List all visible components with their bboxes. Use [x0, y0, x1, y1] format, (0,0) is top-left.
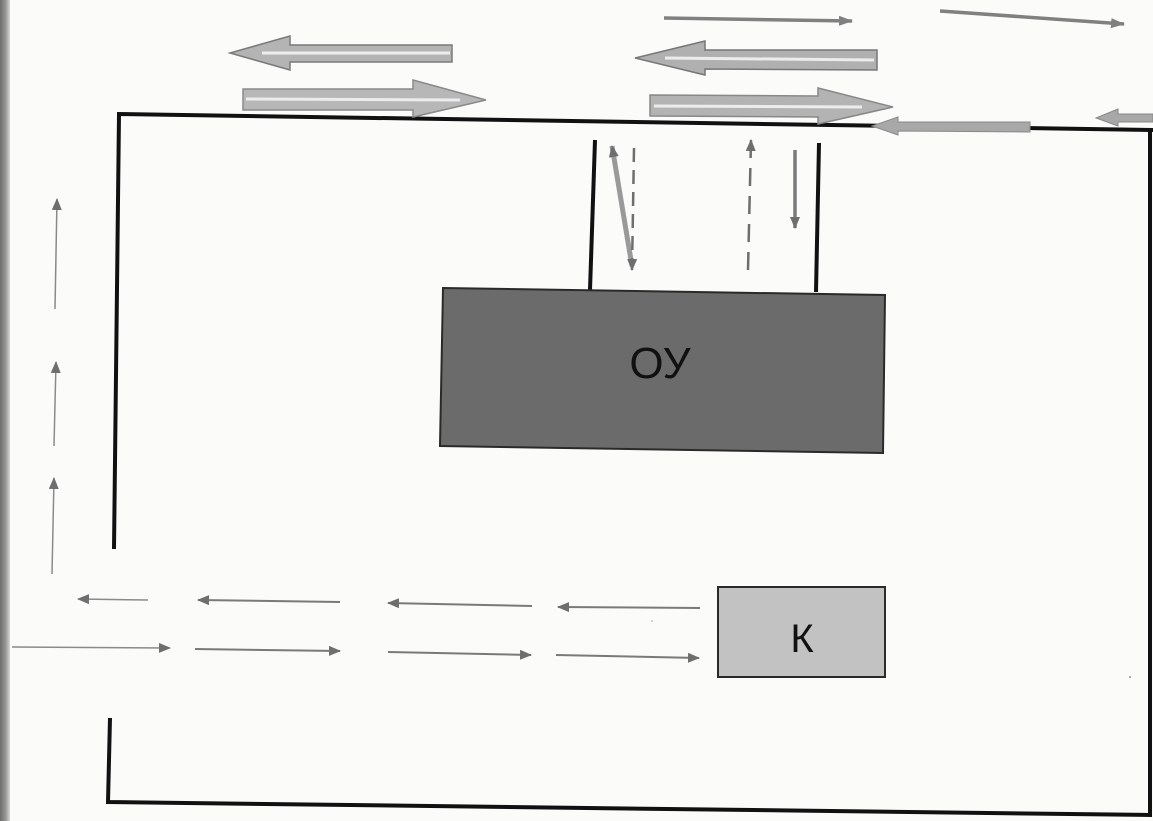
- wide-arrow-right-2-highlight: [653, 104, 863, 109]
- boundary-upper-segment: [112, 111, 1153, 550]
- up-arrow-3: [51, 198, 62, 310]
- control-unit-label: ОУ: [629, 339, 691, 388]
- control-unit-body: [438, 286, 887, 455]
- wide-arrow-left-3: [870, 116, 1031, 136]
- boundary-lower-segment: [105, 130, 1152, 818]
- channel-right-wall: [814, 142, 821, 293]
- input-arrow-4: [555, 652, 700, 663]
- top-thin-arrows: [663, 9, 1125, 29]
- wide-arrow-right-1-highlight: [245, 97, 461, 102]
- return-arrow-4: [77, 594, 149, 605]
- up-arrow-2: [50, 361, 61, 447]
- return-arrow-3: [197, 595, 341, 606]
- up-arrow-1: [48, 477, 59, 575]
- wide-arrow-left-4: [1094, 108, 1153, 127]
- thin-arrow-top-2: [939, 9, 1125, 29]
- scan-speck-2: [651, 620, 653, 622]
- channel-arrow-down-dashed: [627, 147, 638, 271]
- wide-arrow-left-2-highlight: [664, 56, 875, 62]
- control-unit-block: ОУ: [438, 286, 887, 455]
- input-arrow-2: [194, 645, 341, 656]
- k-unit-block: К: [717, 586, 886, 678]
- return-arrow-1: [557, 602, 701, 613]
- page-edge-shadow: [0, 0, 10, 821]
- channel-arrow-up-dashed: [745, 139, 756, 271]
- interaction-channel: [588, 139, 821, 293]
- input-arrow-3: [387, 649, 532, 660]
- channel-left-wall: [588, 139, 597, 291]
- k-unit-label: К: [790, 617, 814, 661]
- return-flow-arrows: [77, 594, 701, 613]
- outflow-up-arrows: [48, 198, 62, 575]
- input-flow-arrows: [11, 642, 700, 663]
- process-boundary: [105, 111, 1153, 818]
- k-unit-body: [717, 586, 886, 678]
- channel-arrow-up-wide: [608, 145, 635, 267]
- scan-speck-1: [1129, 676, 1131, 678]
- wide-flow-arrows: [227, 35, 1153, 136]
- thin-arrow-top-1: [663, 15, 853, 26]
- return-arrow-2: [387, 598, 533, 609]
- input-arrow-1: [11, 642, 171, 653]
